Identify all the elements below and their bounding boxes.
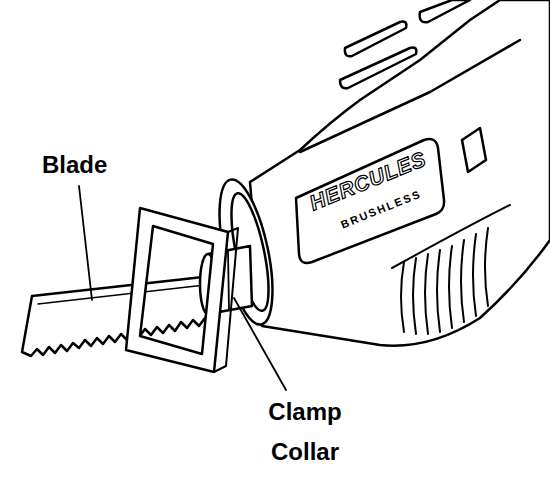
housing-vent <box>420 0 470 22</box>
grip-rib <box>437 250 440 332</box>
brand-logo: HERCULES <box>306 147 430 216</box>
saw-shoe <box>126 208 228 372</box>
grip-rib <box>401 262 404 332</box>
clamp-collar-band <box>228 250 229 310</box>
grip-rib <box>473 234 476 316</box>
part-label: Blade <box>42 150 107 180</box>
grip-rib <box>425 254 428 334</box>
leader-line <box>79 186 92 300</box>
grip-rib <box>485 228 488 306</box>
housing-ridge <box>300 40 520 152</box>
grip-rib <box>413 258 416 334</box>
saw-housing <box>250 0 550 346</box>
leader-line <box>234 298 286 390</box>
part-label: Clamp Collar <box>240 392 370 472</box>
housing-vent <box>340 48 416 89</box>
blade-spine <box>38 285 205 304</box>
grip-rib <box>461 240 464 322</box>
grip-edge <box>392 205 510 268</box>
grip-rib <box>449 246 452 328</box>
saw-blade <box>22 276 212 356</box>
housing-vent <box>345 22 407 57</box>
logo-panel <box>296 139 444 263</box>
side-button <box>462 128 486 172</box>
